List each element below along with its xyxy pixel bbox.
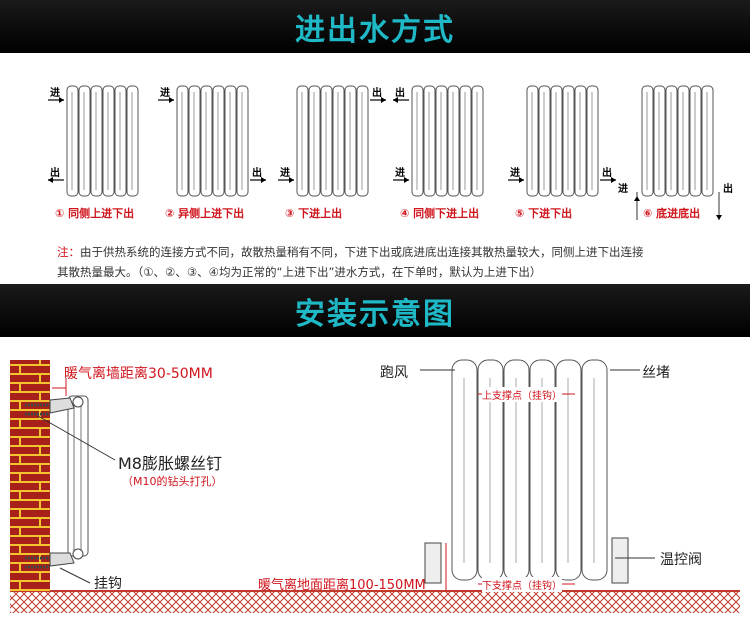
- note-text: 注：由于供热系统的连接方式不同，故散热量稍有不同，下进下出或底进底出连接其散热量…: [57, 242, 717, 282]
- flow-in-label: 进: [510, 166, 520, 179]
- flow-out-label: 出: [372, 86, 382, 99]
- flow-mode-diagram: 进出: [150, 80, 270, 225]
- flow-mode-label: ② 异侧上进下出: [165, 207, 245, 220]
- valve-label: 温控阀: [660, 552, 702, 568]
- flow-mode-label: ⑥ 底进底出: [643, 207, 701, 220]
- flow-mode-label: ③ 下进上出: [285, 207, 343, 220]
- flow-mode-diagram: 出进: [270, 80, 390, 225]
- flow-in-label: 进: [280, 166, 290, 179]
- flow-mode-label: ④ 同侧下进上出: [400, 207, 480, 220]
- screw-label: M8膨胀螺丝钉: [118, 454, 222, 473]
- brick-wall: [10, 360, 50, 591]
- flow-mode-diagram: 进出: [40, 80, 160, 225]
- flow-in-label: 进: [395, 166, 405, 179]
- upper-support-label: 上支撑点（挂钩）: [482, 387, 562, 402]
- flow-mode-diagram: 进出: [500, 80, 620, 225]
- section-title-flow: 进出水方式: [295, 12, 455, 48]
- flow-out-label: 出: [50, 166, 60, 179]
- flow-in-label: 进: [50, 86, 60, 99]
- flow-mode-diagram: 出进: [385, 80, 505, 225]
- header-band-2: 安装示意图: [0, 284, 750, 337]
- wall-distance-label: 暖气离墙距离30-50MM: [64, 366, 213, 382]
- flow-mode-label: ① 同侧上进下出: [55, 207, 135, 220]
- flow-out-label: 出: [602, 166, 612, 179]
- note-line2: 其散热量最大。（①、②、③、④均为正常的“上进下出”进水方式，在下单时，默认为上…: [57, 265, 542, 279]
- vent-label: 跑风: [380, 365, 408, 381]
- flow-out-label: 出: [723, 182, 733, 195]
- flow-out-label: 出: [395, 86, 405, 99]
- flow-mode-label: ⑤ 下进下出: [515, 207, 573, 220]
- screw-note: （M10的钻头打孔）: [122, 475, 223, 488]
- plug-label: 丝堵: [642, 365, 670, 381]
- lower-support-label: 下支撑点（挂钩）: [482, 577, 562, 592]
- floor: [10, 591, 740, 613]
- floor-distance-label: 暖气离地面距离100-150MM: [258, 578, 426, 593]
- header-band-1: 进出水方式: [0, 0, 750, 53]
- flow-in-label: 进: [160, 86, 170, 99]
- note-line1: 由于供热系统的连接方式不同，故散热量稍有不同，下进下出或底进底出连接其散热量较大…: [80, 245, 644, 259]
- section-title-install: 安装示意图: [295, 296, 455, 332]
- front-radiator: [424, 359, 629, 584]
- install-diagram: [10, 359, 740, 613]
- hook-label: 挂钩: [94, 576, 122, 592]
- note-prefix: 注：: [57, 245, 80, 259]
- flow-mode-diagram: 进出: [615, 80, 735, 225]
- flow-in-label: 进: [618, 182, 628, 195]
- flow-out-label: 出: [252, 166, 262, 179]
